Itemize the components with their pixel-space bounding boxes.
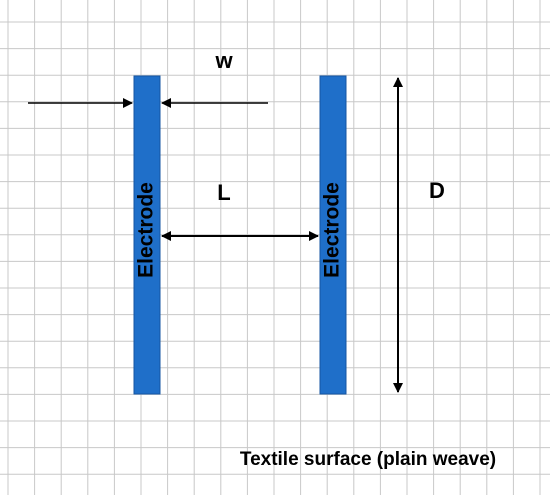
gap-label: L (217, 180, 230, 205)
electrode-right (319, 75, 347, 395)
electrode-right-label: Electrode (321, 182, 344, 278)
length-label: D (429, 178, 445, 203)
electrode-left-label: Electrode (135, 182, 158, 278)
width-label: w (214, 48, 233, 73)
caption: Textile surface (plain weave) (240, 449, 496, 470)
electrode-left (133, 75, 161, 395)
